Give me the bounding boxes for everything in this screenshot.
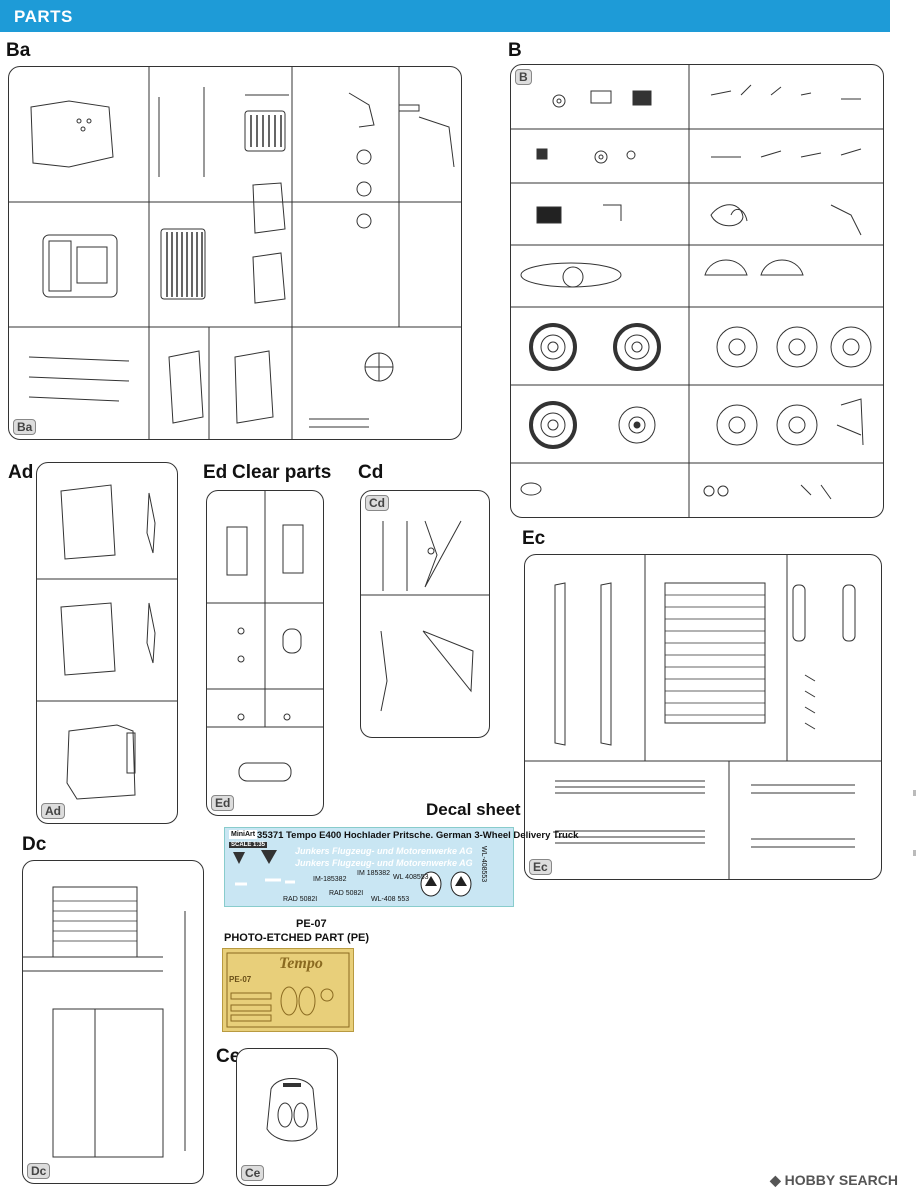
watermark-text: HOBBY SEARCH bbox=[784, 1172, 898, 1188]
decal-plate-6: RAD 5082I bbox=[329, 890, 364, 897]
decal-emblems bbox=[233, 850, 472, 897]
watermark: ◆ HOBBY SEARCH bbox=[770, 1172, 898, 1189]
sprue-ba-drawing bbox=[9, 67, 461, 439]
pe-fret-code: PE-07 bbox=[229, 975, 252, 984]
decal-sheet: MiniArt SCALE 1:35 35371 Tempo E400 Hoch… bbox=[224, 827, 578, 907]
sprue-ba-frame: Ba bbox=[8, 66, 462, 440]
decal-title: 35371 Tempo E400 Hochlader Pritsche. Ger… bbox=[257, 830, 579, 841]
sprue-ec-tag: Ec bbox=[529, 859, 552, 875]
sprue-ce-tag: Ce bbox=[241, 1165, 265, 1181]
sprue-ce-title: Ce bbox=[216, 1046, 241, 1067]
pe-code: PE-07 bbox=[296, 918, 327, 930]
sprue-cd-title: Cd bbox=[358, 462, 384, 483]
sprue-ce-frame: Ce bbox=[236, 1048, 338, 1186]
pe-parts-drawing bbox=[226, 952, 350, 1028]
sprue-ad-drawing bbox=[37, 484, 177, 800]
sprue-dc-title: Dc bbox=[22, 834, 47, 855]
decal-scale: SCALE 1:35 bbox=[229, 842, 268, 848]
section-title: PARTS bbox=[14, 7, 73, 26]
decal-company-1: Junkers Flugzeug- und Motorenwerke AG bbox=[295, 846, 473, 856]
decal-heading: Decal sheet bbox=[426, 800, 521, 819]
page-edge-mark bbox=[913, 850, 916, 856]
decal-side-code: WL-408553 bbox=[480, 846, 487, 883]
sprue-ad-frame: Ad bbox=[36, 462, 178, 824]
sprue-ec-drawing bbox=[525, 555, 881, 879]
decal-brand: MiniArt bbox=[229, 830, 258, 839]
page-edge-mark bbox=[913, 790, 916, 796]
pe-label: PHOTO-ETCHED PART (PE) bbox=[224, 932, 370, 944]
sprue-ed-subtitle: Clear parts bbox=[232, 462, 332, 483]
sprue-dc-frame: Dc bbox=[22, 860, 204, 1184]
sprue-dc-tag: Dc bbox=[27, 1163, 51, 1179]
sprue-dc-drawing bbox=[23, 886, 186, 1158]
sprue-cd-drawing bbox=[361, 520, 489, 712]
sprue-ec-title: Ec bbox=[522, 528, 546, 549]
decal-plate-3: WL 408553 bbox=[393, 874, 429, 881]
sprue-b-drawing bbox=[511, 65, 883, 517]
sprue-ed-title: Ed bbox=[203, 462, 228, 483]
watermark-logo-icon: ◆ bbox=[770, 1172, 785, 1188]
sprue-ce-drawing bbox=[266, 1078, 318, 1142]
pe-brand: Tempo bbox=[279, 955, 323, 972]
sprue-ed-drawing bbox=[207, 491, 323, 782]
decal-plate-2: IM 185382 bbox=[357, 870, 391, 877]
sprue-cd-tag: Cd bbox=[365, 495, 389, 511]
decal-company-2: Junkers Flugzeug- und Motorenwerke AG bbox=[295, 858, 473, 868]
sprue-ad-title: Ad bbox=[8, 462, 34, 483]
pe-fret: Tempo PE-07 bbox=[222, 948, 354, 1032]
sprue-ba-title: Ba bbox=[6, 40, 31, 61]
sprue-ba-tag: Ba bbox=[13, 419, 37, 435]
sprue-ed-tag: Ed bbox=[211, 795, 235, 811]
sprue-b-frame: B bbox=[510, 64, 884, 518]
decal-plate-1: IM-185382 bbox=[313, 876, 347, 883]
sprue-b-title: B bbox=[508, 40, 522, 61]
sprue-ec-frame: Ec bbox=[524, 554, 882, 880]
sprue-ad-tag: Ad bbox=[41, 803, 65, 819]
section-header: PARTS bbox=[0, 0, 890, 32]
decal-plate-4: WL-408 553 bbox=[371, 896, 410, 903]
decal-plate-5: RAD 5082I bbox=[283, 896, 318, 903]
sprue-ed-frame: Ed bbox=[206, 490, 324, 816]
sprue-cd-frame: Cd bbox=[360, 490, 490, 738]
sprue-b-tag: B bbox=[515, 69, 532, 85]
